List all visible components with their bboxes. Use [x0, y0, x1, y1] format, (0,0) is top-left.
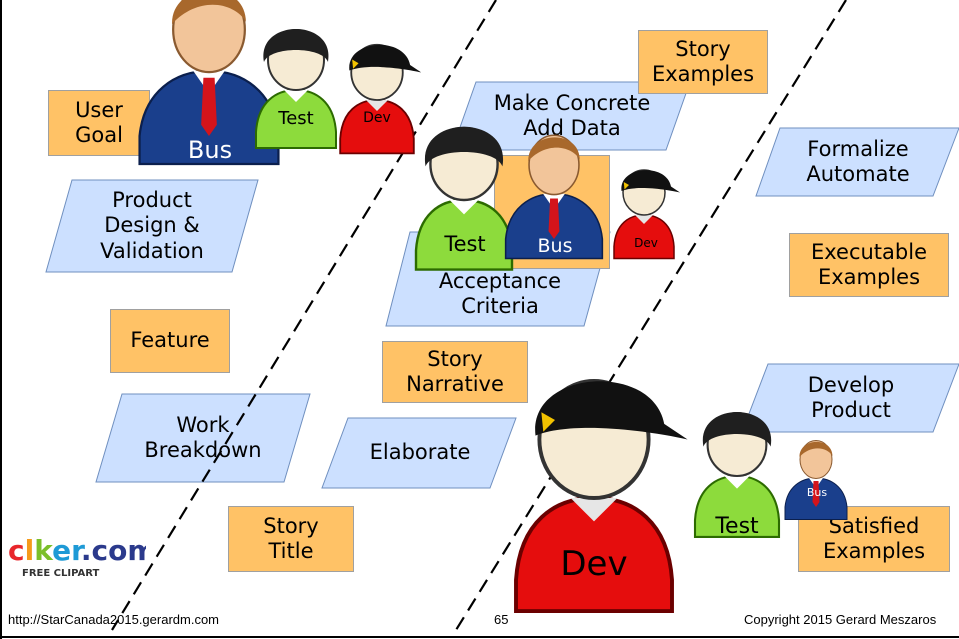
artifact-executable-examples: Executable Examples — [789, 233, 949, 297]
activity-acceptance-criteria: Acceptance Criteria — [438, 268, 562, 318]
artifact-story-narrative: Story Narrative — [382, 341, 528, 403]
artifact-feature: Feature — [110, 309, 230, 373]
activity-product-design-shape — [45, 179, 259, 273]
person-bus-bottom — [784, 440, 848, 520]
footer-copyright: Copyright 2015 Gerard Meszaros — [744, 612, 937, 627]
activity-make-concrete: Make Concrete Add Data — [493, 90, 651, 140]
clker-logo: clker.com FREE CLIPART — [8, 534, 146, 579]
activity-work-breakdown: Work Breakdown — [144, 412, 262, 462]
separator-line-1 — [111, 0, 497, 631]
svg-text:clker.com: clker.com — [8, 534, 146, 567]
activity-develop-product: Develop Product — [807, 372, 895, 422]
activity-formalize-automate: Formalize Automate — [806, 136, 910, 186]
person-label-test-top: Test — [278, 108, 314, 129]
activity-develop-shape — [741, 363, 959, 433]
person-label-dev-bottom: Dev — [560, 544, 628, 584]
activity-work-breakdown-shape — [95, 393, 311, 483]
svg-text:FREE CLIPART: FREE CLIPART — [22, 568, 100, 579]
person-label-bus-bottom: Bus — [806, 486, 828, 499]
bottom-border — [0, 636, 959, 638]
artifact-story-title: Story Title — [228, 506, 354, 572]
left-border — [0, 0, 2, 639]
activity-elaborate-shape — [321, 417, 517, 489]
activity-formalize-shape — [755, 127, 959, 197]
person-label-dev-middle: Dev — [634, 236, 658, 250]
person-test-top — [255, 28, 337, 149]
person-label-dev-top: Dev — [363, 110, 391, 126]
person-label-bus-middle: Bus — [537, 235, 573, 257]
separator-line-2 — [455, 0, 847, 631]
page-number: 65 — [494, 612, 509, 627]
person-label-test-bottom: Test — [715, 514, 759, 539]
activity-product-design: Product Design & Validation — [100, 188, 204, 263]
footer-url: http://StarCanada2015.gerardm.com — [8, 612, 220, 627]
artifact-story-examples: Story Examples — [638, 30, 768, 94]
person-dev-top — [339, 43, 423, 155]
person-label-bus-top: Bus — [187, 136, 233, 164]
activity-elaborate: Elaborate — [369, 440, 471, 465]
person-label-test-middle: Test — [444, 232, 486, 256]
